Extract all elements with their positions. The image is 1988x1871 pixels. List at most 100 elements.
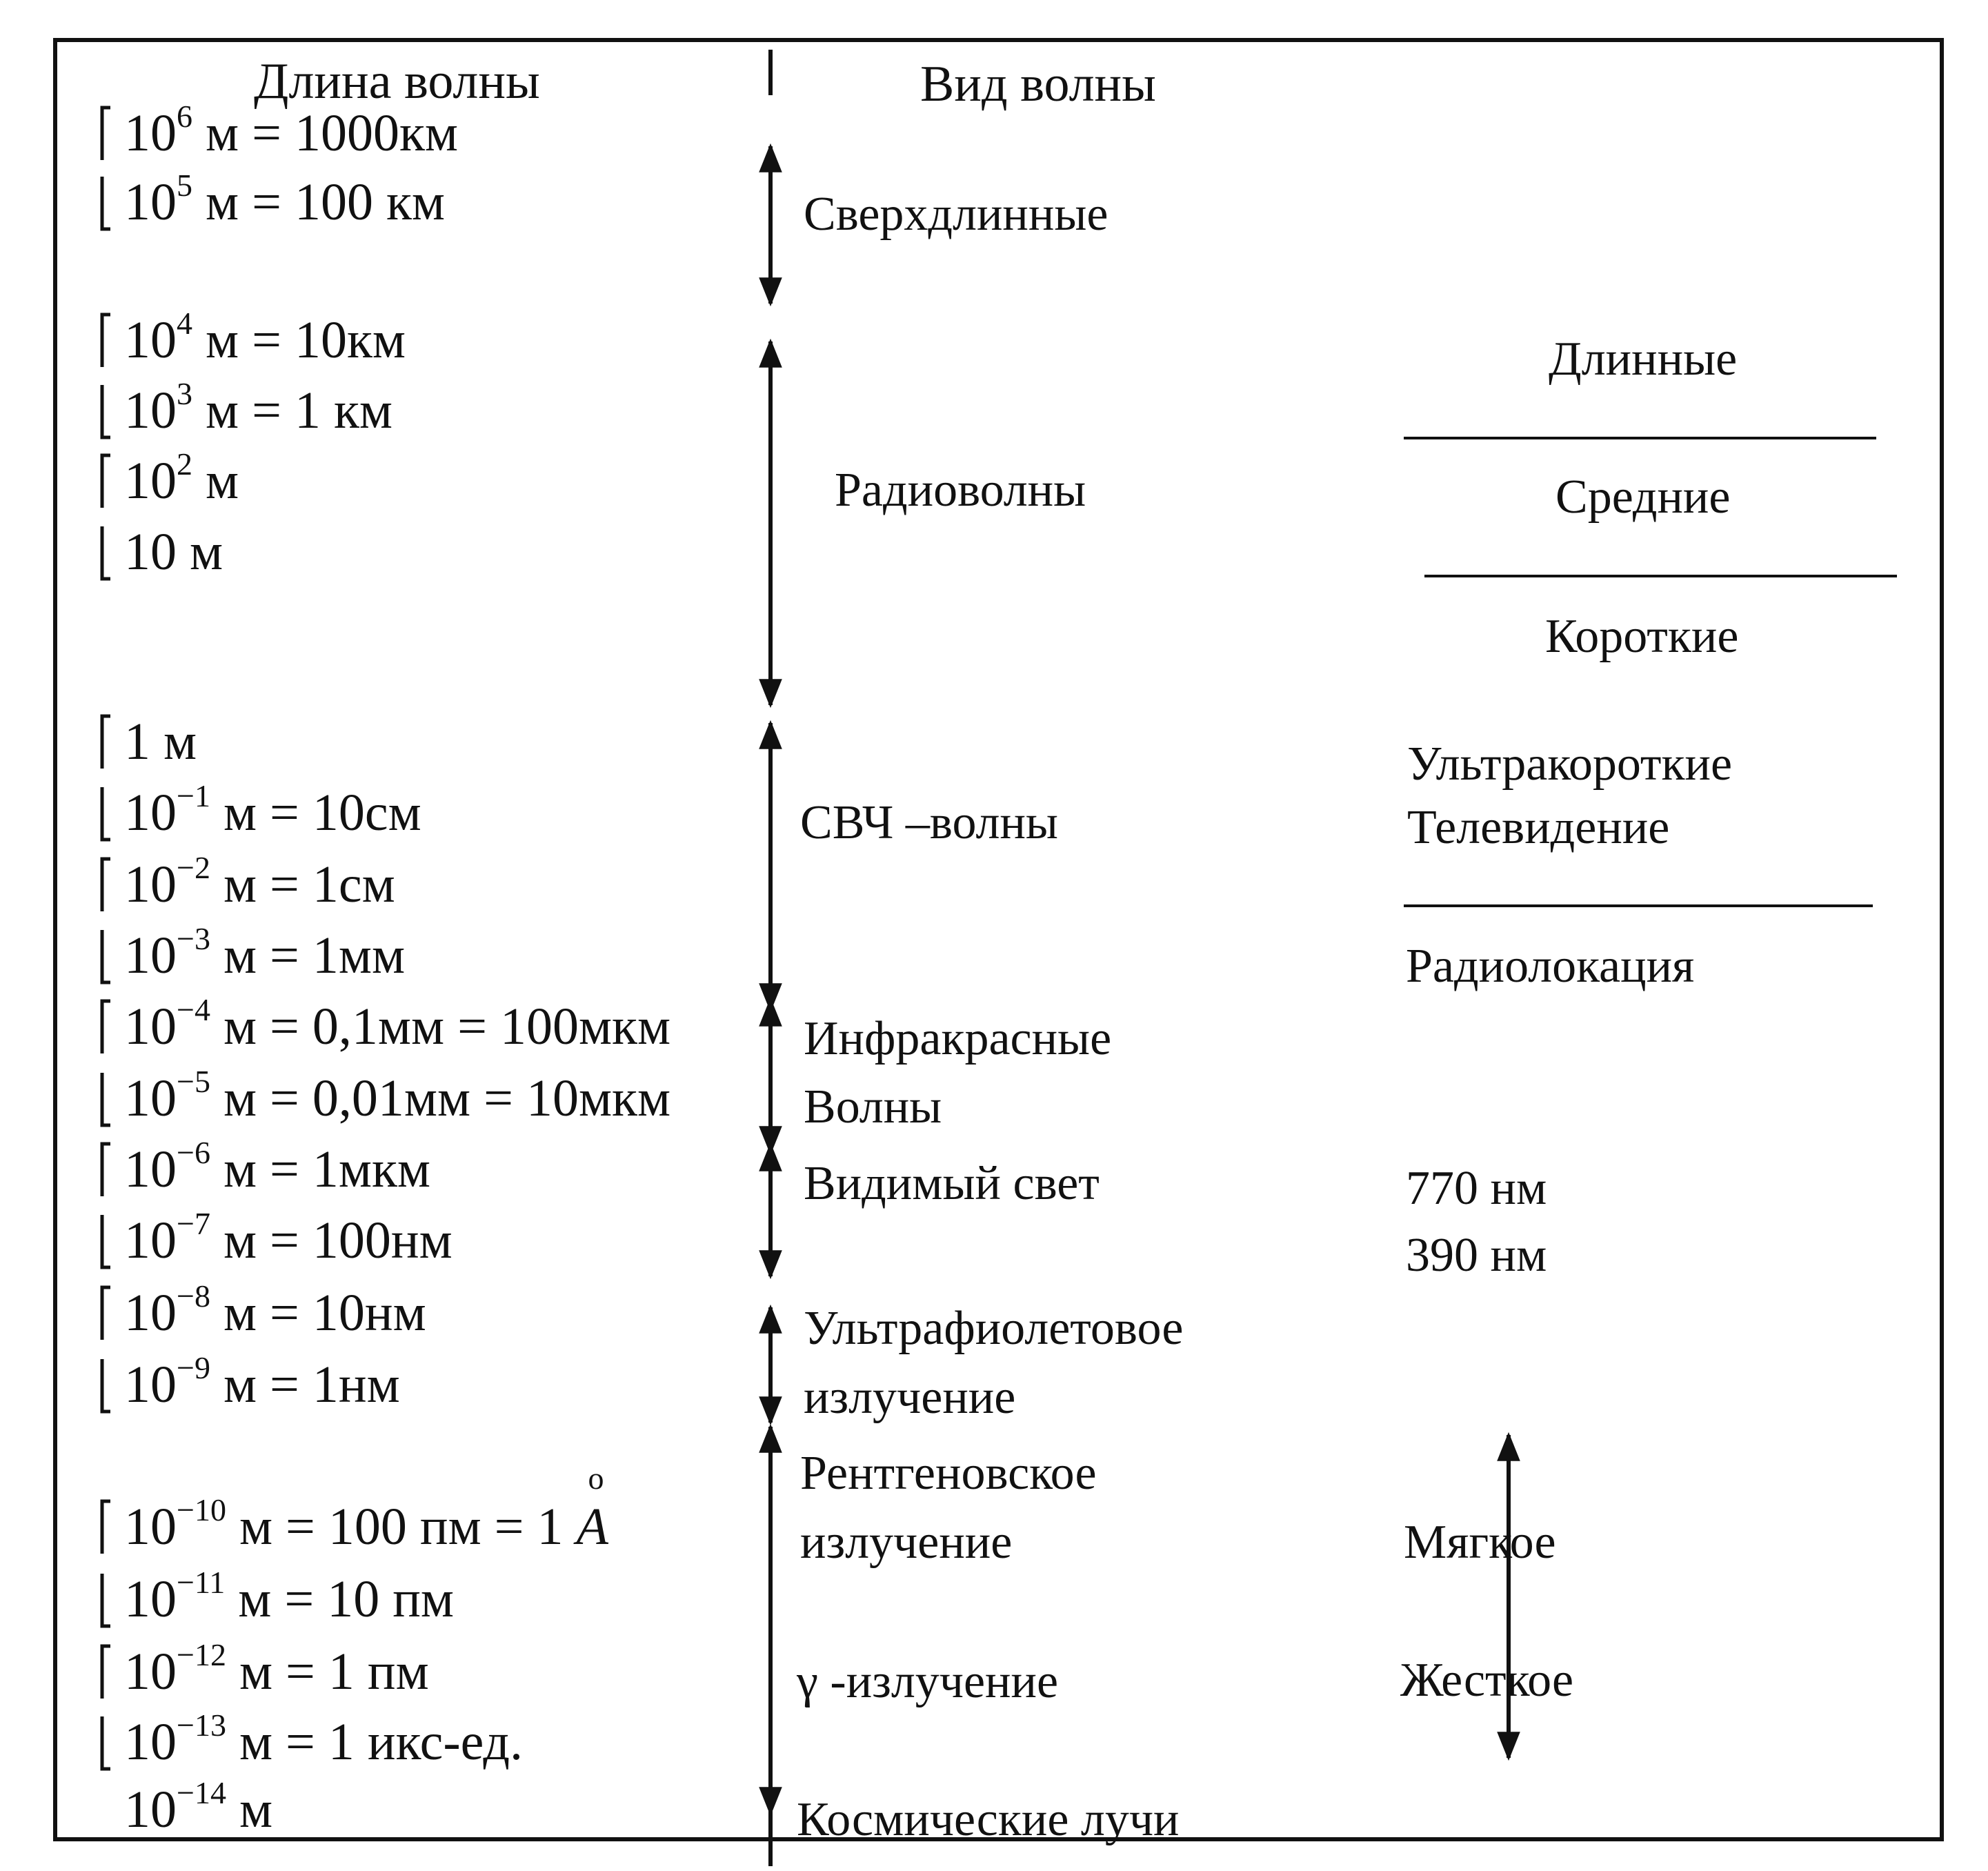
wavelength-value: м = 1 км [192, 382, 392, 439]
wavelength-base: 1 [124, 713, 150, 771]
bracket-close [100, 930, 110, 984]
table-frame [53, 38, 1944, 1841]
wavelength-base: 10 [124, 452, 177, 510]
subtype-short: Короткие [1545, 610, 1738, 663]
wavelength-exponent: 4 [177, 306, 192, 341]
wavelength-base: 10 [124, 1781, 177, 1839]
wavelength-value: м = 1 икс-ед. [226, 1713, 523, 1771]
angstrom-symbol: A [573, 1498, 609, 1556]
header-wavelength: Длина волны [254, 53, 540, 110]
bracket-close [100, 1215, 110, 1269]
wavelength-value: м = 10 пм [225, 1570, 454, 1628]
wavelength-base: 10 [124, 173, 177, 231]
wavelength-row: 10−1 м = 10см [124, 778, 421, 842]
wavelength-value: м = 10км [192, 311, 406, 369]
wavelength-row: 10−11 м = 10 пм [124, 1565, 454, 1628]
header-wave-type: Вид волны [920, 56, 1156, 112]
wavelength-exponent: −3 [177, 921, 210, 956]
subtype-television: Телевидение [1407, 801, 1669, 854]
label-infrared-1: Инфракрасные [804, 1012, 1111, 1065]
bracket-close [100, 1359, 110, 1414]
wavelength-exponent: −11 [177, 1565, 225, 1600]
angstrom-ring: o [588, 1461, 604, 1496]
label-super-long: Сверхдлинные [804, 188, 1108, 241]
wavelength-value: м = 1нм [210, 1356, 400, 1414]
label-infrared-2: Волны [804, 1080, 942, 1134]
wavelength-base: 10 [124, 927, 177, 984]
wavelength-exponent: −5 [177, 1064, 210, 1099]
wavelength-base: 10 [124, 1713, 177, 1771]
wavelength-exponent: −1 [177, 778, 210, 813]
wavelength-row: 10−13 м = 1 икс-ед. [124, 1707, 523, 1771]
wavelength-row: 102 м [124, 446, 239, 510]
visible-lower-bound: 390 нм [1406, 1229, 1547, 1282]
wavelength-exponent: −14 [177, 1775, 226, 1810]
bracket-open [100, 106, 110, 160]
wavelength-row: 10−7 м = 100нм [124, 1206, 453, 1269]
wavelength-value: м = 1см [210, 855, 395, 913]
wavelength-base: 10 [124, 1284, 177, 1342]
bracket-close [100, 1716, 110, 1771]
wavelength-base: 10 [124, 104, 177, 162]
label-microwave: СВЧ –волны [800, 796, 1058, 849]
wavelength-exponent: −8 [177, 1278, 210, 1314]
visible-upper-bound: 770 нм [1406, 1162, 1547, 1215]
wavelength-value: м = 10нм [210, 1284, 426, 1342]
wavelength-value: м = 10см [210, 784, 421, 842]
bracket-open [100, 453, 110, 508]
wavelength-row: 10−6 м = 1мкм [124, 1135, 430, 1198]
label-gamma: γ -излучение [796, 1655, 1058, 1708]
wavelength-exponent: −2 [177, 850, 210, 885]
wavelength-row: 106 м = 1000км [124, 99, 458, 162]
wavelength-row: 10−9 м = 1нм [124, 1350, 400, 1414]
bracket-close [100, 1073, 110, 1127]
subtype-medium: Средние [1555, 471, 1730, 524]
bracket-open [100, 313, 110, 367]
bracket-close [100, 177, 110, 231]
subtype-hard: Жесткое [1400, 1654, 1573, 1707]
subtype-radar: Радиолокация [1406, 940, 1694, 993]
label-uv-1: Ультрафиолетовое [804, 1302, 1183, 1355]
wavelength-value: м = 1мкм [210, 1140, 430, 1198]
wavelength-base: 10 [124, 784, 177, 842]
wavelength-row: 10−4 м = 0,1мм = 100мкм [124, 992, 670, 1056]
wavelength-row: 10−8 м = 10нм [124, 1278, 426, 1342]
wavelength-row: 10−12 м = 1 пм [124, 1637, 429, 1701]
label-visible: Видимый свет [804, 1157, 1100, 1210]
wavelength-base: 10 [124, 382, 177, 439]
bracket-open [100, 714, 110, 769]
wavelength-row: 10−5 м = 0,01мм = 10мкм [124, 1064, 670, 1127]
wavelength-value: м [226, 1781, 272, 1839]
wavelength-row: 1 м [124, 713, 197, 771]
bracket-close [100, 385, 110, 439]
wavelength-base: 10 [124, 311, 177, 369]
wavelength-value: м = 100 пм = 1 [226, 1498, 577, 1556]
wavelength-exponent: −10 [177, 1492, 226, 1527]
wavelength-row: 10−14 м [124, 1775, 272, 1839]
label-cosmic: Космические лучи [797, 1793, 1180, 1846]
label-uv-2: излучение [804, 1371, 1015, 1424]
wavelength-value: м = 100 км [192, 173, 445, 231]
wavelength-row: 103 м = 1 км [124, 376, 392, 439]
wavelength-exponent: −12 [177, 1637, 226, 1672]
wavelength-exponent: 5 [177, 168, 192, 203]
wavelength-value: м [177, 523, 223, 581]
wavelength-exponent: 2 [177, 446, 192, 482]
wavelength-exponent: −6 [177, 1135, 210, 1170]
wavelength-row: 10 м [124, 523, 223, 581]
subtype-ultrashort: Ультракороткие [1407, 737, 1732, 791]
wavelength-exponent: 6 [177, 99, 192, 134]
wavelength-value: м = 0,1мм = 100мкм [210, 998, 670, 1056]
wavelength-row: 10−2 м = 1см [124, 850, 395, 913]
subtype-long: Длинные [1549, 333, 1737, 386]
bracket-close [100, 526, 110, 581]
label-radio: Радиоволны [835, 464, 1086, 517]
wavelength-exponent: −4 [177, 992, 210, 1027]
wavelength-value: м = 1мм [210, 927, 405, 984]
wavelength-base: 10 [124, 998, 177, 1056]
wavelength-base: 10 [124, 855, 177, 913]
wavelength-base: 10 [124, 1570, 177, 1628]
wavelength-value: м = 100нм [210, 1211, 453, 1269]
wavelength-base: 10 [124, 1356, 177, 1414]
